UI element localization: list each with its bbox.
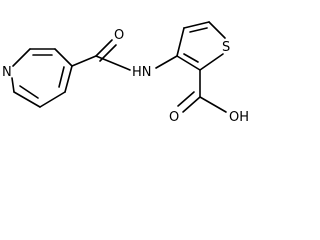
double-bond-inner-2: [58, 66, 65, 88]
bond-ring-carbonyl: [71, 55, 97, 67]
acid-carbonyl-oxygen-label: O: [169, 110, 179, 125]
carboxylic-acid: [177, 69, 227, 113]
bond-s-c2: [199, 53, 224, 71]
pyridine-ring: [11, 48, 73, 108]
bond-n-c2: [12, 48, 31, 67]
bond-acid-c-o: [182, 96, 201, 113]
bond-c5-c6: [39, 91, 66, 108]
bond-carbonyl-n: [95, 55, 131, 71]
bond-c1-n: [11, 77, 15, 93]
bond-n-thiophene: [155, 55, 178, 69]
bond-c2-c3-thio: [176, 55, 201, 71]
bond-c5-s: [208, 21, 226, 39]
thiophene-sulfur-label: S: [222, 40, 230, 55]
amide-group: [71, 39, 178, 71]
molecule-structure: N O HN S O OH: [2, 21, 249, 125]
amide-oxygen-label: O: [114, 28, 124, 43]
bond-carbonyl-o: [95, 39, 113, 57]
bond-c4-c5: [64, 65, 73, 93]
double-bond-inner-3: [19, 85, 39, 99]
bond-c3-c4: [54, 48, 73, 67]
amide-nh-label: HN: [132, 65, 152, 80]
bond-c3-c4-thio: [176, 27, 185, 57]
bond-acid-c-oh: [199, 96, 227, 113]
thiophene-ring: [176, 21, 226, 71]
acid-hydroxyl-label: OH: [229, 110, 249, 125]
double-bond-inner-4: [189, 27, 208, 33]
pyridine-nitrogen-label: N: [2, 65, 12, 80]
bond-acid-c-o-double: [177, 91, 195, 107]
double-bond-inner-5: [183, 53, 199, 63]
bond-c4-c5-thio: [183, 21, 210, 29]
bond-c6-c1: [13, 91, 41, 108]
